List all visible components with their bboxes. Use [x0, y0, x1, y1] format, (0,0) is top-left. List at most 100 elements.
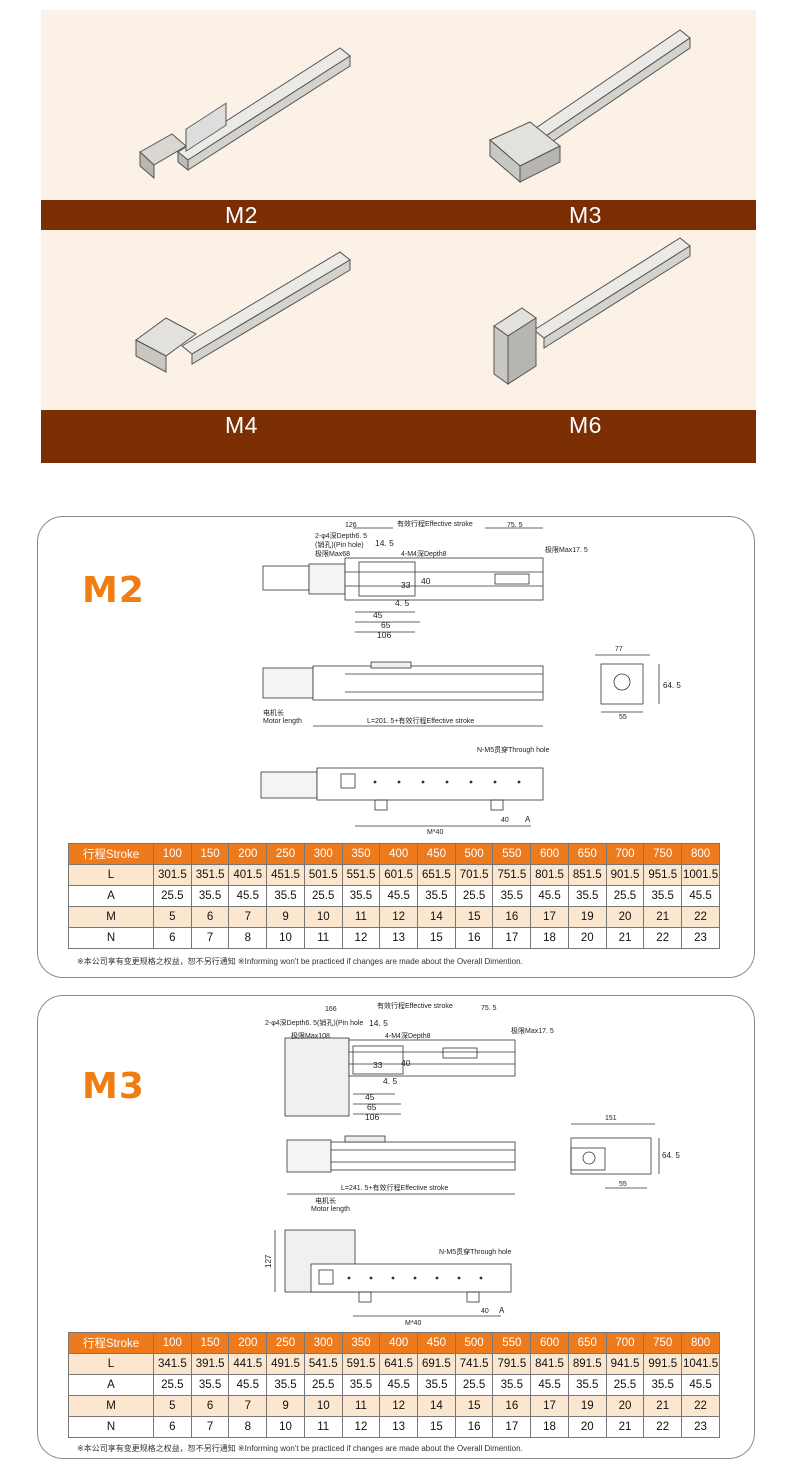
table-row-m: M 5 6 7 9 10 11 12 14 15 16 17 19 20 21 … — [68, 1395, 720, 1417]
dim-127: 127 — [264, 1254, 273, 1268]
table-cell: 541.5 — [303, 1353, 343, 1375]
table-cell: 25.5 — [153, 885, 192, 907]
l-formula: L=241. 5+有效行程Effective stroke — [341, 1183, 448, 1192]
table-cell: 18 — [530, 927, 569, 949]
table-cell: 12 — [341, 927, 381, 949]
label-band-top: M2 M3 — [41, 200, 756, 230]
table-cell: 15 — [454, 906, 494, 928]
table-cell: 20 — [567, 1416, 607, 1438]
table-cell: 8 — [228, 927, 268, 949]
table-cell: 23 — [681, 927, 720, 949]
table-cell: 8 — [228, 1416, 268, 1438]
stroke-cell: 150 — [190, 1332, 230, 1354]
dim-m40: M*40 — [405, 1320, 421, 1327]
table-cell: 18 — [530, 1416, 569, 1438]
disclaimer-m2: ※本公司享有变更规格之权益，恕不另行通知 ※Informing won't be… — [77, 957, 523, 966]
stroke-cell: 600 — [530, 843, 569, 865]
table-cell: 5 — [153, 906, 192, 928]
table-row-a: A 25.5 35.5 45.5 35.5 25.5 35.5 45.5 35.… — [68, 1374, 720, 1396]
pin-hole-label: 2-φ4深Depth6. 5(销孔)(Pin hole — [265, 1018, 363, 1027]
table-cell: 501.5 — [303, 864, 343, 886]
table-cell: 45.5 — [530, 1374, 569, 1396]
table-cell: 25.5 — [605, 885, 645, 907]
dim-55: 55 — [619, 1181, 627, 1188]
stroke-cell: 600 — [530, 1332, 569, 1354]
dim-14-5: 14. 5 — [369, 1018, 388, 1028]
row-label: M — [68, 906, 154, 928]
through-hole-label: N-M5贯穿Through hole — [477, 745, 549, 754]
table-row-a: A 25.5 35.5 45.5 35.5 25.5 35.5 45.5 35.… — [68, 885, 720, 907]
table-cell: 35.5 — [341, 1374, 381, 1396]
table-cell: 891.5 — [567, 1353, 607, 1375]
table-cell: 15 — [417, 1416, 456, 1438]
table-cell: 25.5 — [303, 1374, 343, 1396]
table-cell: 35.5 — [417, 1374, 456, 1396]
table-cell: 651.5 — [417, 864, 456, 886]
stroke-cell: 350 — [341, 843, 381, 865]
stroke-cell: 700 — [605, 1332, 645, 1354]
table-cell: 901.5 — [605, 864, 645, 886]
table-cell: 45.5 — [681, 1374, 720, 1396]
table-cell: 16 — [454, 1416, 494, 1438]
dim-4-5: 4. 5 — [383, 1076, 397, 1086]
table-cell: 35.5 — [417, 885, 456, 907]
model-label-m2: M2 — [225, 202, 258, 228]
stroke-cell: 450 — [417, 1332, 456, 1354]
limit-right-label: 极限Max17. 5 — [545, 545, 588, 554]
dim-40b: 40 — [501, 817, 509, 824]
table-cell: 11 — [341, 906, 381, 928]
limit-left-label: 极限Max108 — [291, 1031, 330, 1040]
dim-a: A — [525, 815, 531, 824]
dim-65: 65 — [381, 620, 391, 630]
table-cell: 441.5 — [228, 1353, 268, 1375]
effective-stroke-label: 有效行程Effective stroke — [377, 1001, 453, 1010]
row-label: N — [68, 1416, 154, 1438]
dim-40b: 40 — [481, 1308, 489, 1315]
table-row-m: M 5 6 7 9 10 11 12 14 15 16 17 19 20 21 … — [68, 906, 720, 928]
product-illustrations — [135, 29, 691, 385]
table-cell: 25.5 — [454, 885, 494, 907]
table-cell: 22 — [681, 1395, 720, 1417]
table-cell: 851.5 — [567, 864, 607, 886]
table-cell: 10 — [303, 906, 343, 928]
table-row-l: L 301.5 351.5 401.5 451.5 501.5 551.5 60… — [68, 864, 720, 886]
table-cell: 35.5 — [492, 885, 532, 907]
motor-length-en: Motor length — [263, 718, 302, 725]
table-cell: 341.5 — [153, 1353, 192, 1375]
table-cell: 6 — [153, 1416, 192, 1438]
table-cell: 17 — [530, 1395, 569, 1417]
dim-33: 33 — [373, 1060, 383, 1070]
table-cell: 12 — [341, 1416, 381, 1438]
table-row-l: L 341.5 391.5 441.5 491.5 541.5 591.5 64… — [68, 1353, 720, 1375]
table-cell: 741.5 — [454, 1353, 494, 1375]
stroke-cell: 300 — [303, 843, 343, 865]
table-cell: 751.5 — [492, 864, 532, 886]
table-cell: 16 — [454, 927, 494, 949]
stroke-cell: 100 — [153, 843, 192, 865]
dim-65: 65 — [367, 1102, 377, 1112]
table-cell: 22 — [681, 906, 720, 928]
photo-panel-top — [41, 10, 756, 200]
table-cell: 45.5 — [379, 1374, 419, 1396]
limit-left-label: 极限Max68 — [315, 549, 350, 558]
table-cell: 9 — [266, 1395, 305, 1417]
table-cell: 17 — [492, 927, 532, 949]
table-cell: 6 — [153, 927, 192, 949]
stroke-cell: 250 — [266, 1332, 305, 1354]
dim-4-5: 4. 5 — [395, 598, 409, 608]
table-header-row: 行程Stroke 100 150 200 250 300 350 400 450… — [68, 843, 720, 865]
table-cell: 801.5 — [530, 864, 569, 886]
dimension-drawing-m3: 166 有效行程Effective stroke 75. 5 2-φ4深Dept… — [264, 1001, 680, 1327]
module-photo-m6 — [493, 237, 691, 385]
dim-77: 77 — [615, 646, 623, 653]
label-band-bottom: M4 M6 — [41, 410, 756, 463]
module-photo-m4 — [135, 251, 351, 373]
dim-14-5: 14. 5 — [375, 538, 394, 548]
stroke-cell: 500 — [454, 843, 494, 865]
table-cell: 45.5 — [530, 885, 569, 907]
stroke-cell: 550 — [492, 843, 532, 865]
table-cell: 11 — [303, 927, 343, 949]
stroke-cell: 650 — [567, 843, 607, 865]
table-cell: 17 — [530, 906, 569, 928]
pin-hole-label-b: (销孔)(Pin hole) — [315, 540, 364, 549]
